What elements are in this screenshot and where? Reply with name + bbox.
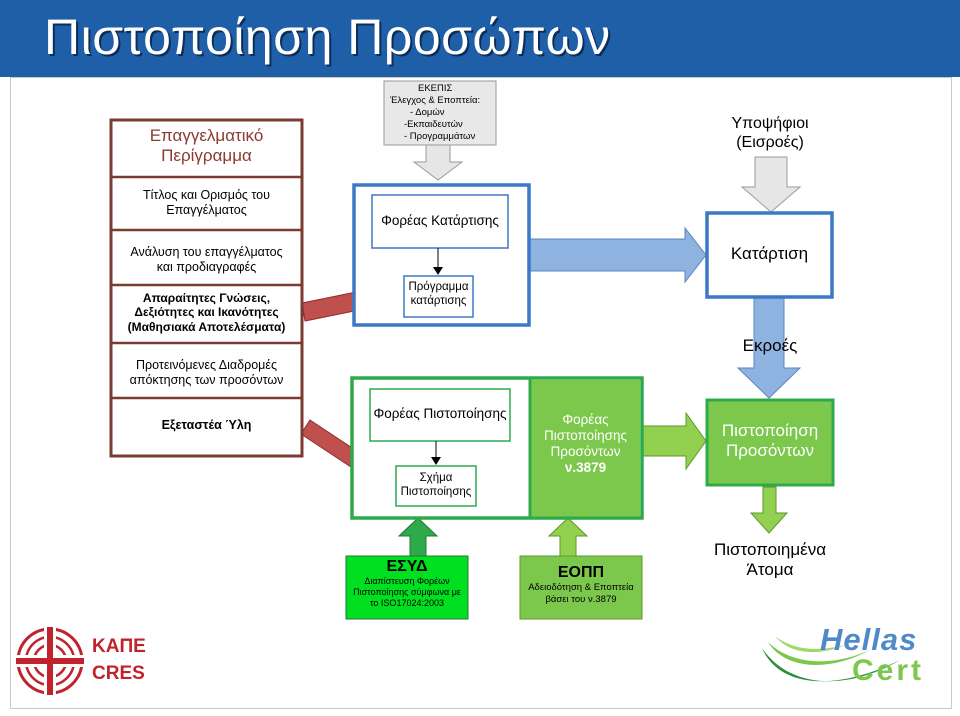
- hellas-logo-text: Hellas: [820, 622, 918, 657]
- cert-persons-label: Πιστοποίηση Προσόντων: [721, 421, 819, 461]
- training-provider-label: Φορέας Κατάρτισης: [381, 213, 499, 228]
- certified-label: Πιστοποιημένα Άτομα: [713, 540, 827, 580]
- training-label: Κατάρτιση: [730, 244, 809, 263]
- esyd-up-arrow: [397, 517, 439, 557]
- cert-body-law-fill: [531, 380, 640, 517]
- profile-header: Επαγγελματικό Περίγραμμα: [149, 126, 264, 166]
- ekepis-text: ΕΚΕΠΙΣ Έλεγχος & Εποπτεία: - Δομών -Εκπα…: [390, 83, 481, 142]
- kape-logo-text: ΚΑΠΕ: [92, 636, 146, 657]
- ekepis-down-arrow: [412, 144, 464, 181]
- certified-down-arrow: [749, 486, 789, 534]
- slide-title: Πιστοποίηση Προσώπων: [44, 9, 611, 65]
- hellas-cert-logo-icon: [762, 636, 900, 682]
- training-program-label: Πρόγραμμα κατάρτισης: [408, 281, 469, 307]
- eopp-box: [519, 555, 643, 620]
- cert-body-law-label: Φορέας Πιστοποίησης Προσόντων ν.3879: [543, 412, 628, 475]
- profile-row-exam: Εξεταστέα Ύλη: [161, 418, 252, 432]
- cert-scheme-label: Σχήμα Πιστοποίησης: [400, 472, 472, 498]
- cres-logo-text: CRES: [92, 663, 145, 684]
- profile-row-knowledge: Απαραίτητες Γνώσεις, Δεξιότητες και Ικαν…: [127, 291, 286, 334]
- title-bar: Πιστοποίηση Προσώπων: [0, 0, 960, 77]
- training-link-arrowhead: [433, 267, 443, 275]
- esyd-label: ΕΣΥΔ Διαπίστευση Φορέων Πιστοποίησης σύμ…: [353, 558, 461, 608]
- training-provider-box: [371, 194, 509, 249]
- kape-logo-icon: [16, 627, 84, 695]
- profile-box: [109, 118, 304, 458]
- cert-link-arrowhead: [431, 457, 441, 465]
- eopp-up-arrow: [547, 517, 589, 557]
- candidates-down-arrow: [740, 156, 802, 213]
- cert-scheme-box: [395, 465, 477, 507]
- profile-row-pathways: Προτεινόμενες Διαδρομές απόκτησης των πρ…: [129, 358, 284, 387]
- cert-logo-text: Cert: [852, 654, 925, 687]
- cert-body-label: Φορέας Πιστοποίησης: [373, 406, 507, 421]
- outputs-down-arrow: [736, 297, 802, 399]
- profile-row-title: Τίτλος και Ορισμός του Επαγγέλματος: [143, 188, 270, 217]
- cert-right-arrow: [642, 411, 707, 471]
- cert-body-box: [369, 388, 511, 442]
- training-program-box: [403, 275, 474, 318]
- esyd-box: [345, 555, 469, 620]
- profile-row-analysis: Ανάλυση του επαγγέλματος και προδιαγραφέ…: [130, 245, 283, 274]
- candidates-label: Υποψήφιοι (Εισροές): [731, 115, 809, 152]
- eopp-label: ΕΟΠΠ Αδειοδότηση & Εποπτεία βάσει του ν.…: [528, 564, 634, 605]
- ekepis-box: [383, 80, 497, 146]
- training-right-arrow: [529, 226, 707, 284]
- cert-persons-box: [705, 398, 835, 487]
- outputs-label: Εκροές: [742, 336, 798, 355]
- training-box: [705, 211, 834, 299]
